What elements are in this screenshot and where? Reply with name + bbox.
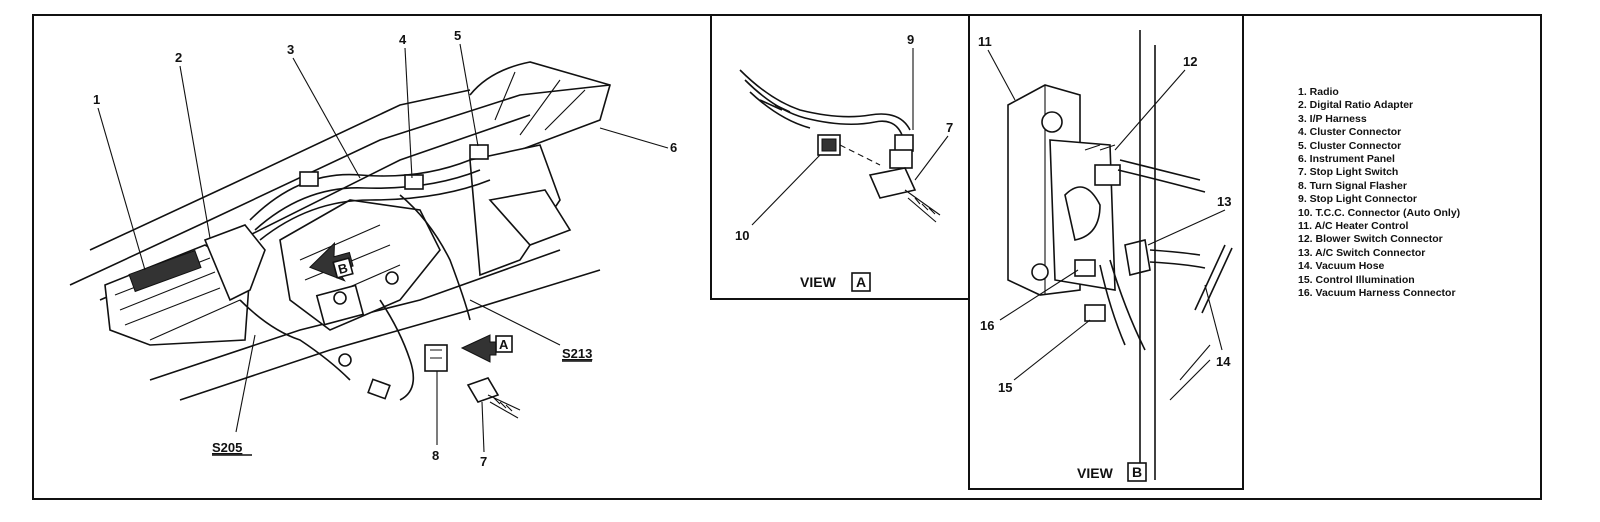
view-b-label: VIEW	[1077, 465, 1114, 481]
view-a-drawing	[739, 69, 941, 223]
legend-item: 10. T.C.C. Connector (Auto Only)	[1298, 206, 1461, 219]
callout-14: 14	[1216, 354, 1231, 369]
legend-item: 12. Blower Switch Connector	[1298, 233, 1443, 246]
view-b-letter: B	[1132, 464, 1142, 480]
view-b-leader-lines	[987, 49, 1226, 381]
view-a-letter: A	[856, 274, 866, 290]
arrow-letter-a: A	[499, 337, 509, 352]
legend-item: 7. Stop Light Switch	[1298, 166, 1399, 179]
parts-legend: 1. Radio 2. Digital Ratio Adapter 3. I/P…	[1298, 86, 1460, 301]
legend-item: 14. Vacuum Hose	[1298, 260, 1385, 273]
main-leader-lines	[97, 43, 669, 453]
callout-13: 13	[1217, 194, 1231, 209]
callout-10: 10	[735, 228, 749, 243]
callout-16: 16	[980, 318, 994, 333]
view-b-arrow	[309, 241, 354, 282]
legend-item: 1. Radio	[1298, 86, 1339, 98]
callout-3: 3	[287, 42, 294, 57]
arrow-letter-b: B	[336, 260, 349, 277]
view-a-arrow	[460, 334, 497, 363]
legend-item: 15. Control Illumination	[1298, 273, 1415, 286]
legend-item: 5. Cluster Connector	[1298, 139, 1402, 152]
callout-7-view-a: 7	[946, 120, 953, 135]
legend-item: 3. I/P Harness	[1298, 112, 1367, 125]
splice-s205: S205	[212, 440, 242, 455]
callout-15: 15	[998, 380, 1012, 395]
view-b-frame	[968, 14, 1244, 490]
callout-7: 7	[480, 454, 487, 469]
view-a-letter-box	[851, 272, 871, 292]
legend-item: 13. A/C Switch Connector	[1298, 246, 1426, 259]
callout-1: 1	[93, 92, 100, 107]
callout-12: 12	[1183, 54, 1197, 69]
callout-11: 11	[978, 34, 992, 49]
legend-item: 16. Vacuum Harness Connector	[1298, 287, 1456, 300]
callout-8: 8	[432, 448, 439, 463]
view-b-letter-box	[1127, 462, 1147, 482]
callout-4: 4	[399, 32, 407, 47]
callout-9: 9	[907, 32, 914, 47]
callout-5: 5	[454, 28, 461, 43]
view-a-leader-lines	[751, 48, 949, 226]
callout-6: 6	[670, 140, 677, 155]
legend-item: 9. Stop Light Connector	[1298, 193, 1417, 206]
view-a-label: VIEW	[800, 274, 837, 290]
view-b-drawing	[1007, 30, 1233, 480]
legend-item: 2. Digital Ratio Adapter	[1298, 99, 1414, 112]
legend-item: 6. Instrument Panel	[1298, 153, 1395, 166]
callout-2: 2	[175, 50, 182, 65]
legend-item: 4. Cluster Connector	[1298, 126, 1402, 139]
instrument-panel-drawing	[69, 61, 611, 419]
splice-s213: S213	[562, 346, 592, 361]
legend-item: 11. A/C Heater Control	[1298, 220, 1409, 233]
legend-item: 8. Turn Signal Flasher	[1298, 179, 1407, 192]
